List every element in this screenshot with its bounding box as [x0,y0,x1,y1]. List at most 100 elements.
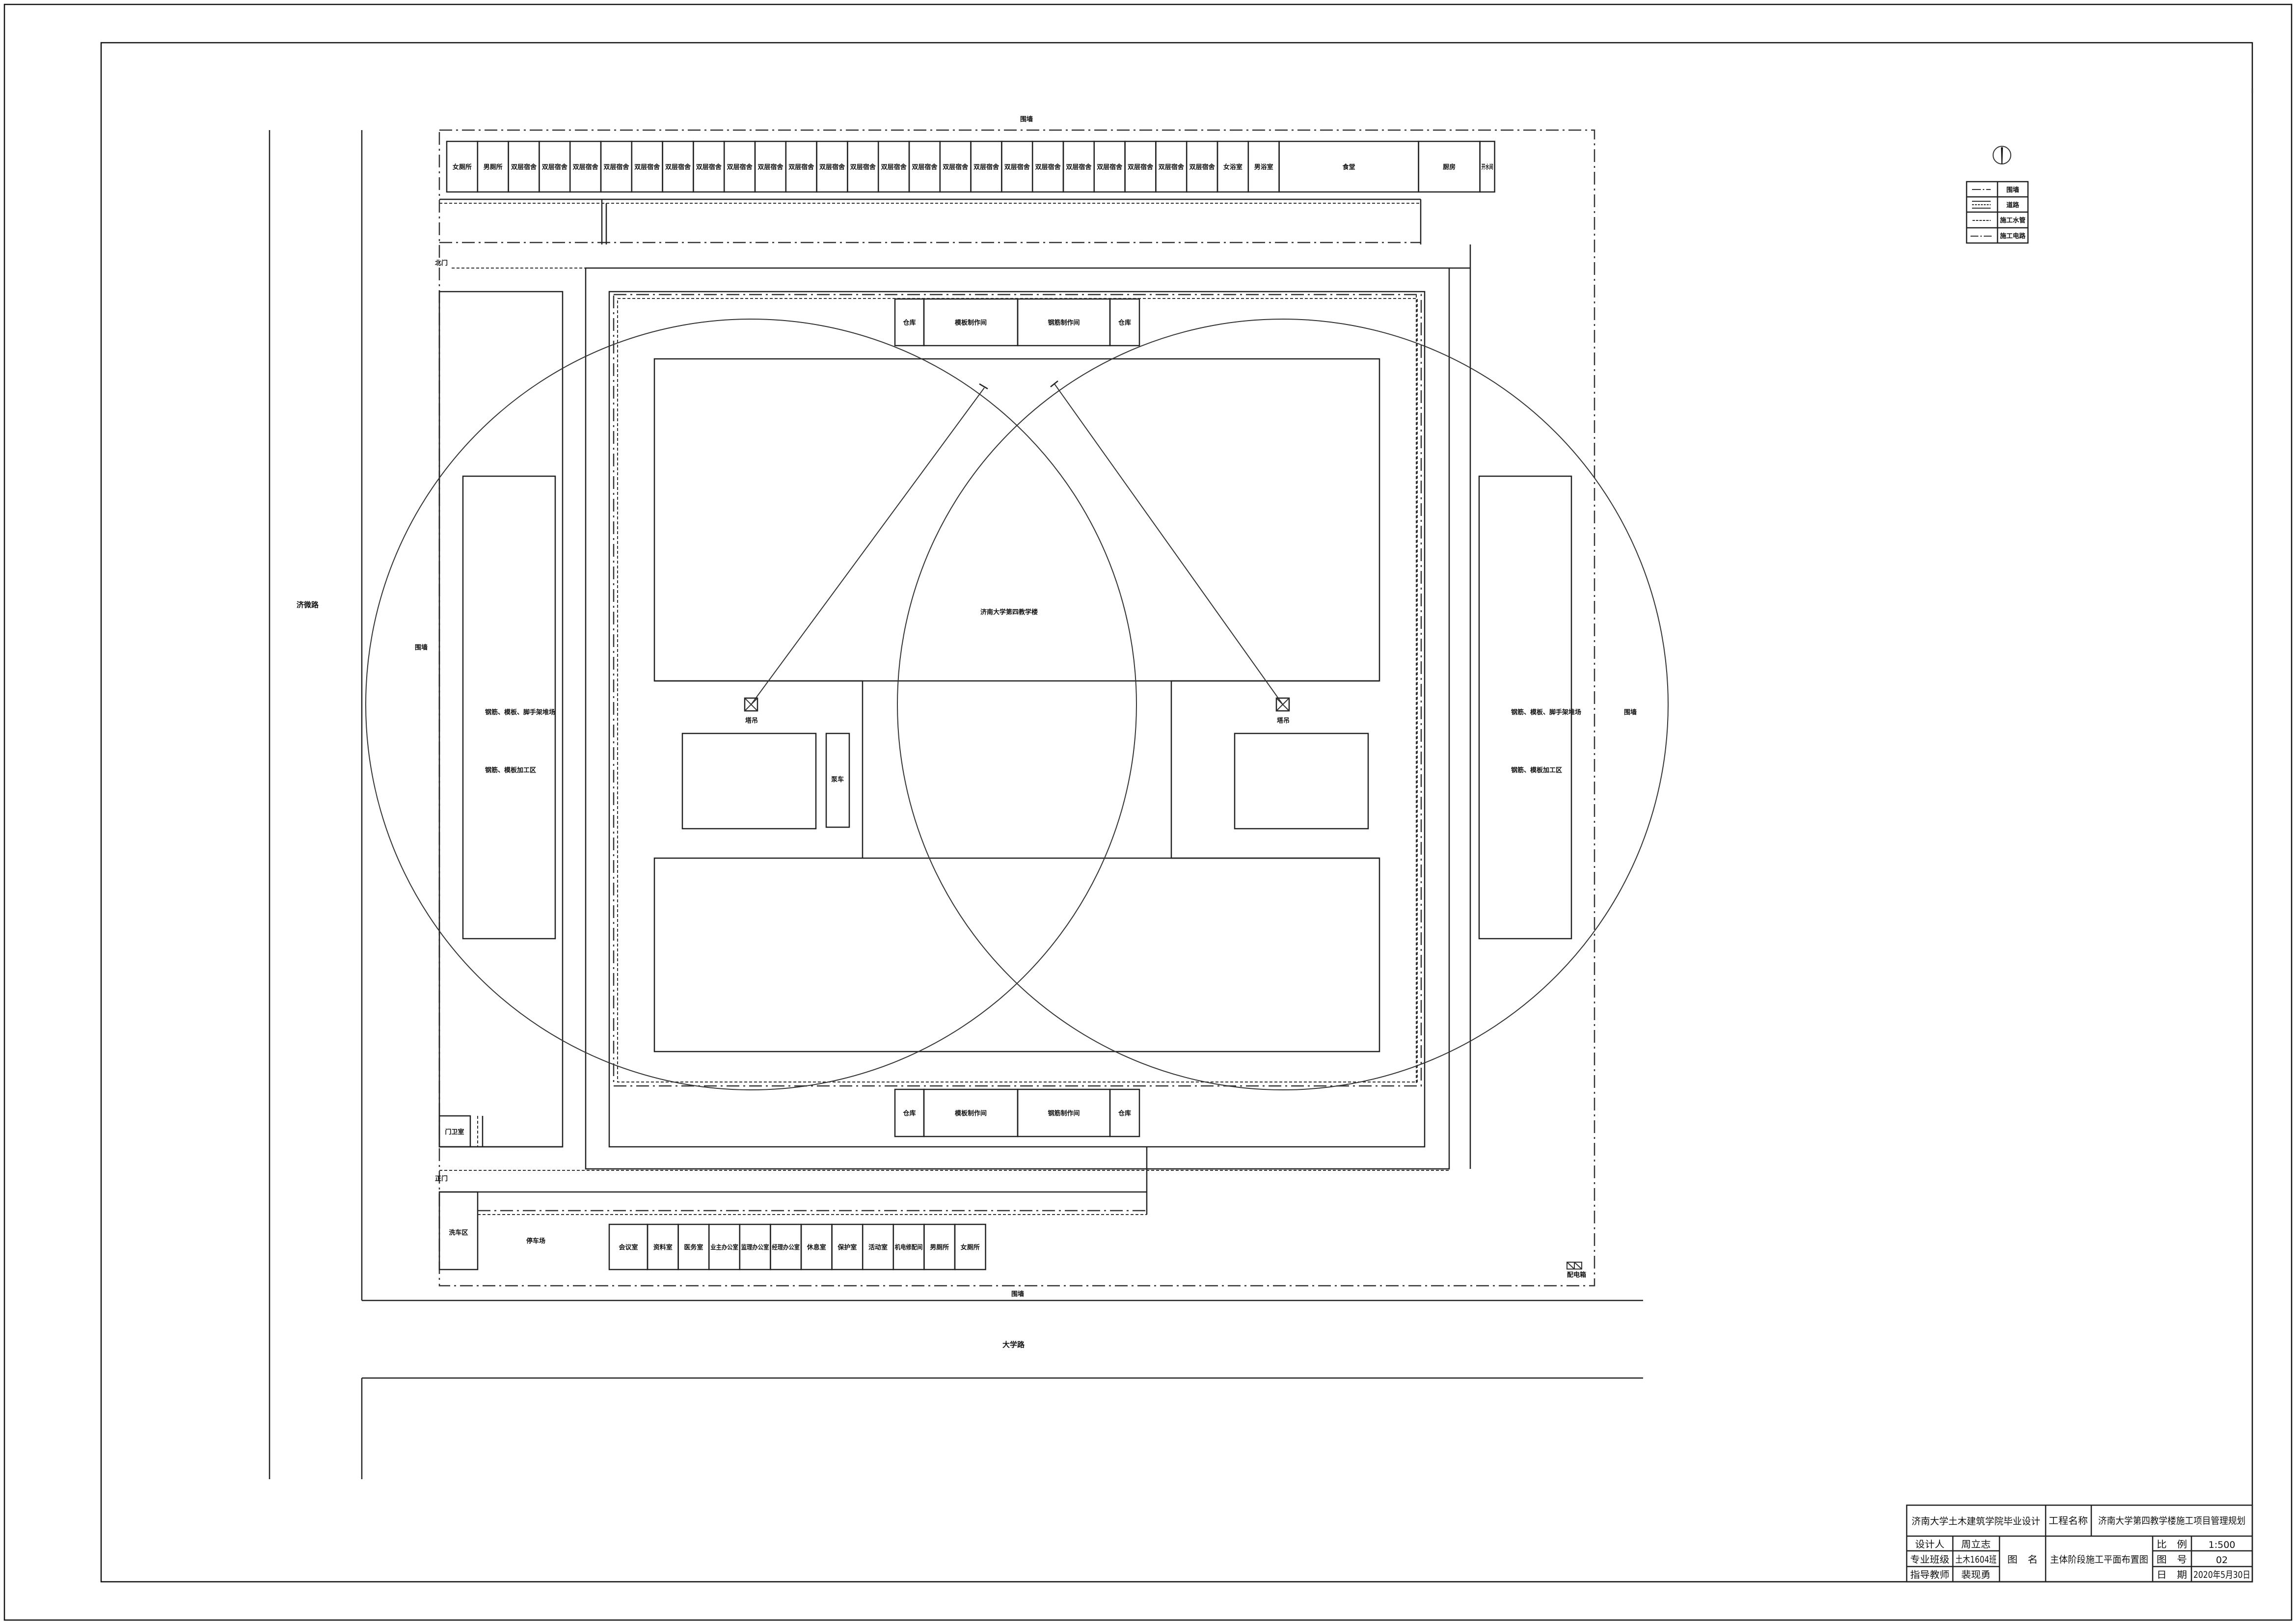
dormitory-room-label: 双层宿舍 [819,163,845,171]
drawing-name: 主体阶段施工平面布置图 [2050,1554,2148,1565]
dormitory-room-label: 男浴室 [1254,163,1273,171]
crane-right-label: 塔吊 [1277,717,1290,725]
building-name: 济南大学第四教学楼 [980,608,1038,616]
tower-crane-right: 塔吊 [897,319,1669,1090]
gate-label-north: 北门 [435,259,448,267]
drawing-number: 02 [2216,1555,2228,1566]
scale-value: 1:500 [2209,1540,2236,1550]
dormitory-room-label: 双层宿舍 [727,163,753,171]
scale-label: 比 例 [2157,1539,2187,1550]
workshop-row-bottom: 仓库 模板制作间 钢筋制作间 仓库 [894,1088,1140,1137]
office-room-label: 医务室 [684,1244,703,1251]
dormitory-room-label: 双层宿舍 [850,163,876,171]
workshop-room-label: 模板制作间 [955,1109,987,1117]
dormitory-room-label: 双层宿舍 [1066,163,1092,171]
parking-label: 停车场 [526,1237,545,1245]
office-room-label: 保护室 [837,1244,857,1251]
dormitory-room-label: 双层宿舍 [757,163,783,171]
workshop-room-label: 钢筋制作间 [1048,319,1080,327]
office-room-label: 资料室 [653,1244,673,1251]
outer-frame [3,3,2293,1621]
dormitory-room-label: 双层宿舍 [1004,163,1030,171]
dormitory-room-label: 双层宿舍 [788,163,814,171]
crane-left-label: 塔吊 [745,717,758,725]
workshop-room-label: 仓库 [1118,1109,1131,1117]
dormitory-room-label: 双层宿舍 [1097,163,1123,171]
power-box: 配电箱 [1567,1262,1586,1279]
wall-label-left: 围墙 [415,644,428,651]
storage-right-line2: 钢筋、模板加工区 [1511,766,1562,774]
dormitory-room-label: 双层宿舍 [912,163,938,171]
wall-label-top: 围墙 [1020,115,1033,123]
advisor-label: 指导教师 [1910,1569,1949,1580]
project-label: 工程名称 [2049,1515,2088,1526]
pump-truck-label: 泵车 [831,776,844,784]
dormitory-room-label: 双层宿舍 [573,163,599,171]
dormitory-room-label: 双层宿舍 [973,163,999,171]
wall-label-bottom: 围墙 [1011,1290,1024,1298]
office-room-label: 机电修配间 [895,1244,923,1251]
legend-label: 道路 [2006,201,2020,209]
date-label: 日 期 [2157,1569,2187,1580]
dormitory-room-label: 双层宿舍 [1035,163,1061,171]
class-value: 土木1604班 [1955,1554,1997,1565]
teaching-building: 济南大学第四教学楼 [653,358,1380,1053]
office-room-label: 休息室 [807,1244,826,1251]
workshop-room-label: 钢筋制作间 [1048,1109,1080,1117]
workshop-room-label: 仓库 [1118,319,1131,327]
dormitory-room-label: 食堂 [1343,163,1355,171]
dormitory-room-label: 双层宿舍 [603,163,629,171]
workshop-room-label: 模板制作间 [955,319,987,327]
workshop-room-label: 仓库 [903,1109,916,1117]
advisor-name: 裴现勇 [1961,1569,1991,1580]
dormitory-room-label: 男厕所 [484,163,503,171]
legend: 围墙 道路 施工水管 施工电路 [1966,181,2029,244]
dormitory-room-label: 双层宿舍 [943,163,969,171]
dormitory-row: 女厕所男厕所双层宿舍双层宿舍双层宿舍双层宿舍双层宿舍双层宿舍双层宿舍双层宿舍双层… [446,140,1495,193]
workshop-row-top: 仓库模板制作间钢筋制作间仓库 [894,298,1140,347]
guard-room [438,1115,471,1148]
legend-label: 围墙 [2006,186,2019,194]
north-arrow-icon [1993,146,2011,164]
drawing-name-label: 图 名 [2007,1554,2038,1565]
storage-yard-right: 钢筋、模板、脚手架堆场 钢筋、模板加工区 [1478,475,1581,940]
designer-name: 周立志 [1961,1539,1991,1550]
title-block: 济南大学土木建筑学院毕业设计 工程名称 济南大学第四教学楼施工项目管理规划 设计… [1906,1504,2253,1583]
storage-left-line2: 钢筋、模板加工区 [485,766,536,774]
class-label: 专业班级 [1910,1554,1949,1565]
office-room-label: 活动室 [868,1244,888,1251]
roads [269,130,1643,1479]
designer-label: 设计人 [1915,1539,1945,1550]
crane-icon [1275,697,1290,712]
dormitory-room-label: 厨房 [1443,163,1456,171]
road-label-west: 济微路 [297,600,319,609]
inner-frame [100,42,2253,1583]
dormitory-room-label: 双层宿舍 [665,163,691,171]
dormitory-room-label: 双层宿舍 [542,163,568,171]
dormitory-room-label: 双层宿舍 [1159,163,1185,171]
guard-room-label: 门卫室 [445,1128,464,1136]
legend-label: 施工电路 [2000,232,2026,240]
dormitory-room-label: 双层宿舍 [696,163,722,171]
dormitory-room-label: 双层宿舍 [1128,163,1154,171]
date-value: 2020年5月30日 [2193,1569,2250,1580]
dormitory-room-label: 双层宿舍 [511,163,537,171]
office-room-label: 会议室 [619,1244,638,1251]
dormitory-room [1479,140,1495,193]
dormitory-room-label: 女浴室 [1223,163,1243,171]
road-label-south: 大学路 [1002,1340,1025,1349]
legend-label: 施工水管 [2000,216,2026,224]
workshop-room [1109,1088,1140,1137]
office-room-label: 男厕所 [930,1244,949,1251]
school-title: 济南大学土木建筑学院毕业设计 [1912,1516,2040,1527]
drawing-number-label: 图 号 [2157,1554,2187,1565]
dormitory-room-label: 双层宿舍 [881,163,907,171]
pump-truck [825,732,850,828]
dormitory-room-label: 开水间 [1482,163,1493,171]
gate-label-main: 正门 [435,1175,448,1183]
wall-label-right: 围墙 [1624,708,1637,716]
ring-road [439,244,1471,1170]
internal-road-north [439,198,1422,244]
office-room-label: 经理办公室 [772,1244,800,1251]
dormitory-room-label: 双层宿舍 [1189,163,1216,171]
